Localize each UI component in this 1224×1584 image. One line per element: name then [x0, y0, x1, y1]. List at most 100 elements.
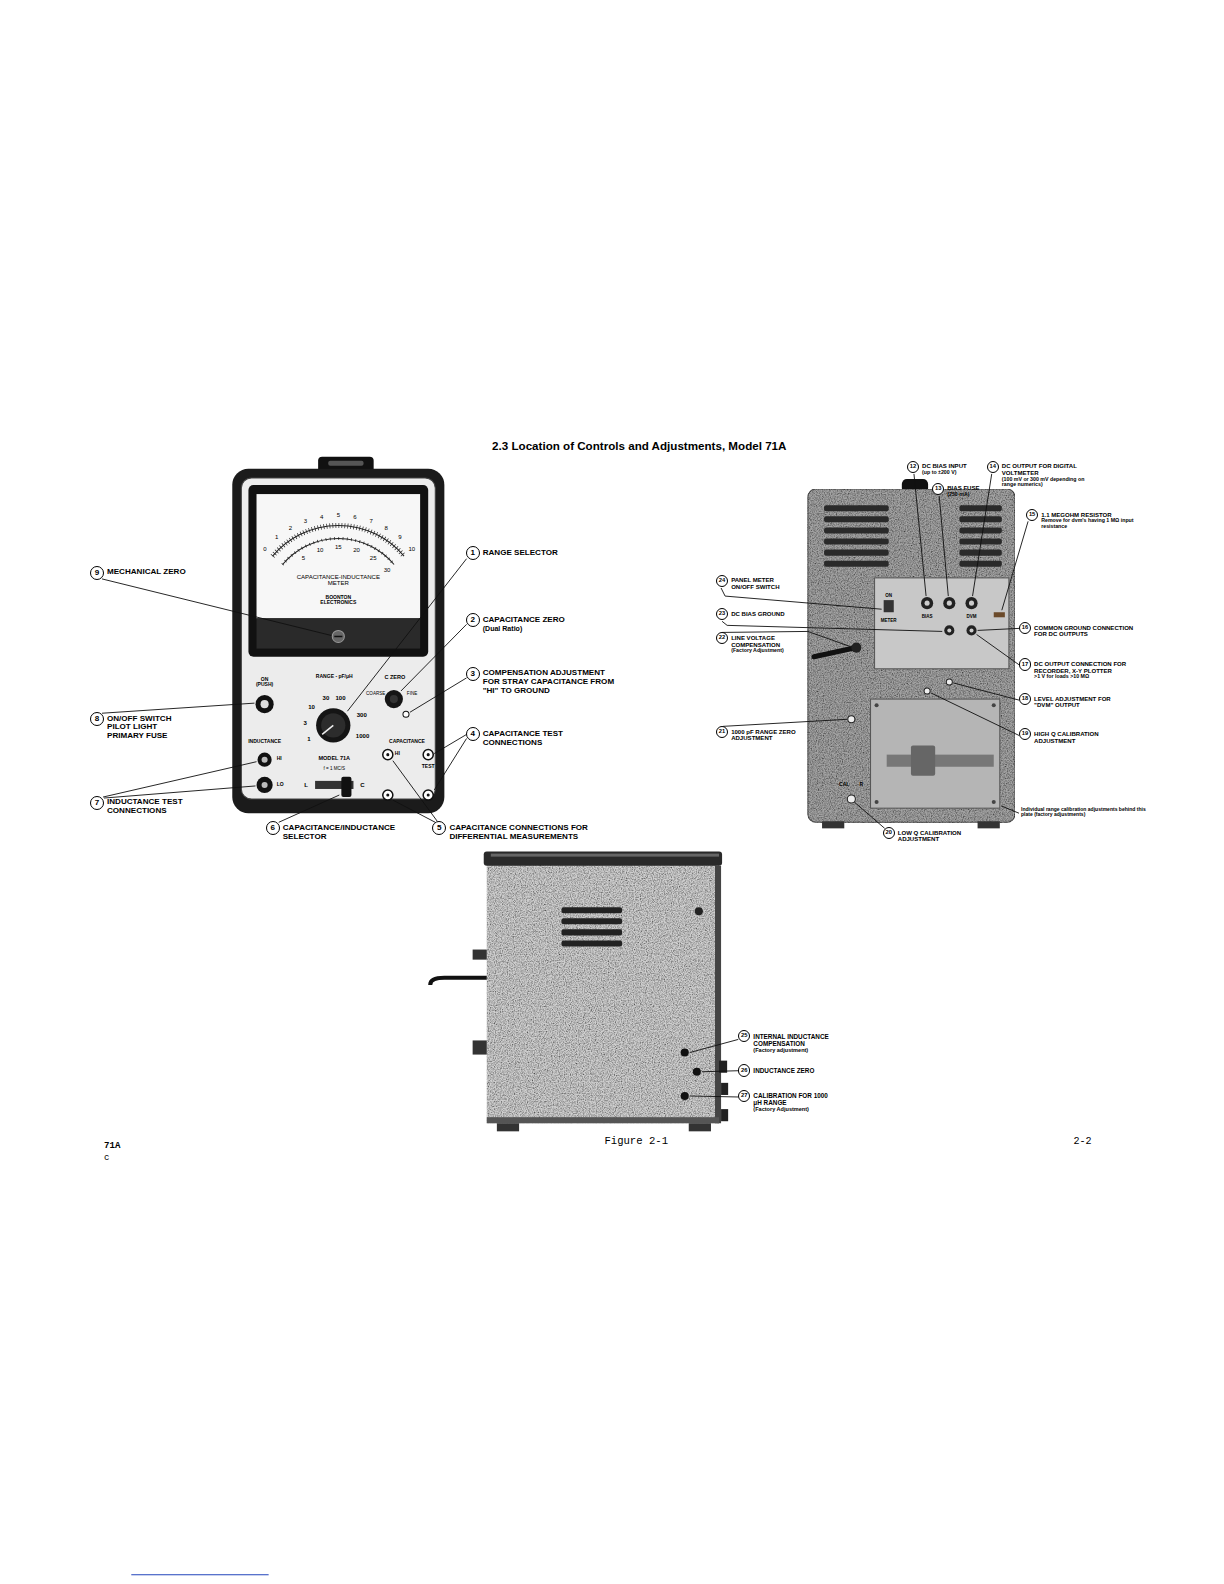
scale-number: 20 [353, 547, 360, 554]
callout-note: Remove for dvm's having 1 MΩ input resis… [1041, 518, 1142, 530]
callout-text: DC BIAS GROUND [731, 608, 784, 617]
callout-number: 22 [716, 632, 728, 644]
callout-number: 27 [738, 1090, 750, 1102]
side-view [430, 852, 728, 1132]
rear-panel-label: DVM [966, 614, 976, 619]
front-view-part [385, 690, 403, 708]
rear-view-part-part [824, 539, 889, 545]
terminal-label: TEST [422, 764, 435, 770]
front-view-part-part [383, 750, 393, 760]
callout-text: COMPENSATION ADJUSTMENT FOR STRAY CAPACI… [483, 667, 624, 696]
callout-text: CAPACITANCE CONNECTIONS FOR DIFFERENTIAL… [449, 821, 611, 841]
front-view-part [383, 750, 433, 800]
front-view-part [321, 713, 345, 737]
rear-view-part-part [959, 505, 1001, 511]
rear-view-part-part [970, 628, 974, 632]
callout: 151.1 MEGOHM RESISTORRemove for dvm's ha… [1026, 509, 1142, 530]
callout-label: CAPACITANCE TEST CONNECTIONS [483, 730, 584, 748]
callout-number: 23 [716, 608, 728, 620]
rear-view-part [848, 716, 855, 723]
leader-lines-part [690, 1096, 738, 1097]
callout-label: 1000 pF RANGE ZERO ADJUSTMENT [731, 729, 798, 742]
callout-label: CALIBRATION FOR 1000 μH RANGE [753, 1092, 829, 1106]
front-view-part-part [386, 753, 389, 756]
callout: 211000 pF RANGE ZERO ADJUSTMENT [716, 726, 798, 743]
callout-text: INDUCTANCE TEST CONNECTIONS [107, 796, 208, 816]
panel-label: ON (PUSH) [252, 677, 276, 688]
side-view-part-part [562, 940, 623, 946]
leader-lines-part [434, 738, 466, 790]
callout: 25INTERNAL INDUCTANCE COMPENSATION(Facto… [738, 1030, 849, 1053]
callout-number: 18 [1019, 693, 1031, 705]
rear-panel-label: BIAS [922, 614, 933, 619]
callout-label: DC OUTPUT CONNECTION FOR RECORDER, X-Y P… [1034, 661, 1140, 674]
scale-number: 3 [304, 518, 307, 525]
page-code: c [104, 1153, 109, 1163]
callout: 6CAPACITANCE/INDUCTANCE SELECTOR [266, 821, 414, 842]
callout-note: (Factory Adjustment) [753, 1106, 829, 1112]
leader-lines-part [722, 621, 942, 631]
callout-number: 20 [883, 827, 895, 839]
rear-view-part [887, 755, 994, 767]
callout-number: 21 [716, 726, 728, 738]
callout-text: BIAS FUSE(250 mA) [947, 483, 979, 498]
callout-number: 19 [1019, 728, 1031, 740]
scale-number: 15 [335, 544, 342, 551]
rear-view-part-part [824, 505, 889, 511]
callout-note: (Factory Adjustment) [731, 648, 802, 654]
rear-view-part [808, 489, 1015, 822]
callout-text: CAPACITANCE TEST CONNECTIONS [483, 727, 584, 747]
callout: 22LINE VOLTAGE COMPENSATION(Factory Adju… [716, 632, 802, 654]
callout: 2CAPACITANCE ZERO(Dual Ratio) [466, 613, 565, 633]
rear-view-part [924, 688, 930, 694]
callout-text: LINE VOLTAGE COMPENSATION(Factory Adjust… [731, 632, 802, 654]
selector-label: C [360, 781, 364, 788]
callout-text: DC OUTPUT CONNECTION FOR RECORDER, X-Y P… [1034, 658, 1140, 680]
callout-note: (up to ±200 V) [922, 470, 967, 476]
side-view-part [681, 1092, 689, 1100]
leader-lines-part [702, 1071, 738, 1072]
callout-label: INDUCTANCE ZERO [753, 1067, 814, 1074]
leader-lines-part [973, 474, 992, 596]
selector-label: L [304, 781, 308, 788]
front-view-part-part [423, 750, 433, 760]
dial-number: 100 [335, 695, 345, 702]
callout-number: 12 [907, 461, 919, 473]
rear-view-part-part [921, 597, 933, 609]
front-view-part [262, 782, 268, 788]
side-view-part [693, 1068, 701, 1076]
callout-text: ON/OFF SWITCH PILOT LIGHT PRIMARY FUSE [107, 712, 188, 741]
callout: 27CALIBRATION FOR 1000 μH RANGE(Factory … [738, 1090, 829, 1113]
callout-label: LOW Q CALIBRATION ADJUSTMENT [898, 830, 984, 843]
callout: 3COMPENSATION ADJUSTMENT FOR STRAY CAPAC… [466, 667, 625, 697]
side-view-part [473, 1040, 487, 1054]
callout-text: DC OUTPUT FOR DIGITAL VOLTMETER(100 mV o… [1002, 461, 1093, 489]
rear-view-part-part [959, 561, 1001, 567]
front-view-part [273, 525, 404, 556]
front-view-part [257, 777, 273, 793]
callout-number: 14 [987, 461, 999, 473]
callout-text: CALIBRATION FOR 1000 μH RANGE(Factory Ad… [753, 1090, 829, 1113]
rear-view-part [946, 679, 952, 685]
callout: 17DC OUTPUT CONNECTION FOR RECORDER, X-Y… [1019, 658, 1140, 680]
rear-panel-label: METER [881, 618, 897, 623]
callout: 5CAPACITANCE CONNECTIONS FOR DIFFERENTIA… [432, 821, 611, 842]
rear-view-part-part [947, 601, 952, 606]
callout-note: (100 mV or 300 mV depending on range num… [1002, 477, 1093, 489]
callout-note: (Dual Ratio) [483, 625, 565, 633]
dial-number: 30 [323, 695, 330, 702]
rear-view-part [921, 597, 978, 635]
front-view-part [328, 461, 363, 466]
front-view-part [232, 469, 444, 813]
scale-number: 30 [384, 567, 391, 574]
front-view-part [332, 630, 344, 642]
leader-lines-part [1002, 806, 1019, 813]
rear-view-part [847, 795, 855, 803]
side-view-part [562, 907, 623, 946]
front-view-part [248, 485, 428, 657]
scale-number: 10 [408, 546, 415, 553]
callout: 7INDUCTANCE TEST CONNECTIONS [90, 796, 208, 817]
leader-lines-part [977, 634, 1019, 664]
side-view-part [430, 978, 487, 985]
callout-text: CAPACITANCE/INDUCTANCE SELECTOR [283, 821, 414, 841]
